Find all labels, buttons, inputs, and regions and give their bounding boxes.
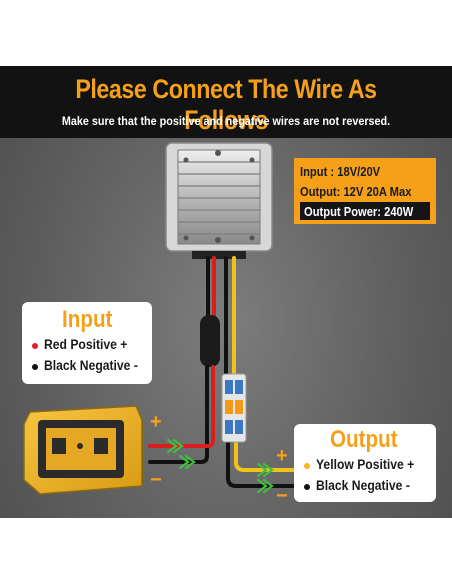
page-title: Please Connect The Wire As Follows (75, 74, 377, 135)
input-black-label: Black Negative - (44, 358, 138, 373)
spec-input: Input : 18V/20V (300, 164, 381, 179)
output-panel-title: Output (330, 426, 398, 453)
output-yellow-label: Yellow Positive + (316, 457, 415, 472)
input-wires (148, 256, 220, 464)
output-black-label: Black Negative - (316, 478, 410, 493)
output-wires (224, 256, 302, 488)
battery-adapter (23, 405, 143, 495)
output-panel (294, 424, 436, 502)
input-minus-sign: − (150, 469, 162, 491)
input-panel (22, 302, 152, 384)
spec-power-highlight (300, 202, 430, 220)
flow-arrows (166, 438, 274, 494)
page-subtitle: Make sure that the positive and negative… (61, 114, 391, 128)
output-minus-sign: − (276, 485, 288, 507)
lever-connector (221, 373, 247, 443)
bottom-margin (0, 518, 452, 584)
top-margin (0, 0, 452, 66)
input-panel-title: Input (62, 306, 113, 333)
yellow-bullet-icon (304, 463, 310, 469)
black-bullet-icon (32, 364, 38, 370)
red-bullet-icon (32, 343, 38, 349)
header-banner (0, 66, 452, 138)
black-bullet-icon (304, 484, 310, 490)
spec-power: Output Power: 240W (304, 204, 414, 219)
input-red-label: Red Positive + (44, 337, 128, 352)
input-plus-sign: + (150, 411, 162, 433)
output-plus-sign: + (276, 445, 288, 467)
spec-output: Output: 12V 20A Max (300, 184, 412, 199)
converter-module (165, 142, 273, 259)
wiring-illustration (23, 142, 302, 495)
